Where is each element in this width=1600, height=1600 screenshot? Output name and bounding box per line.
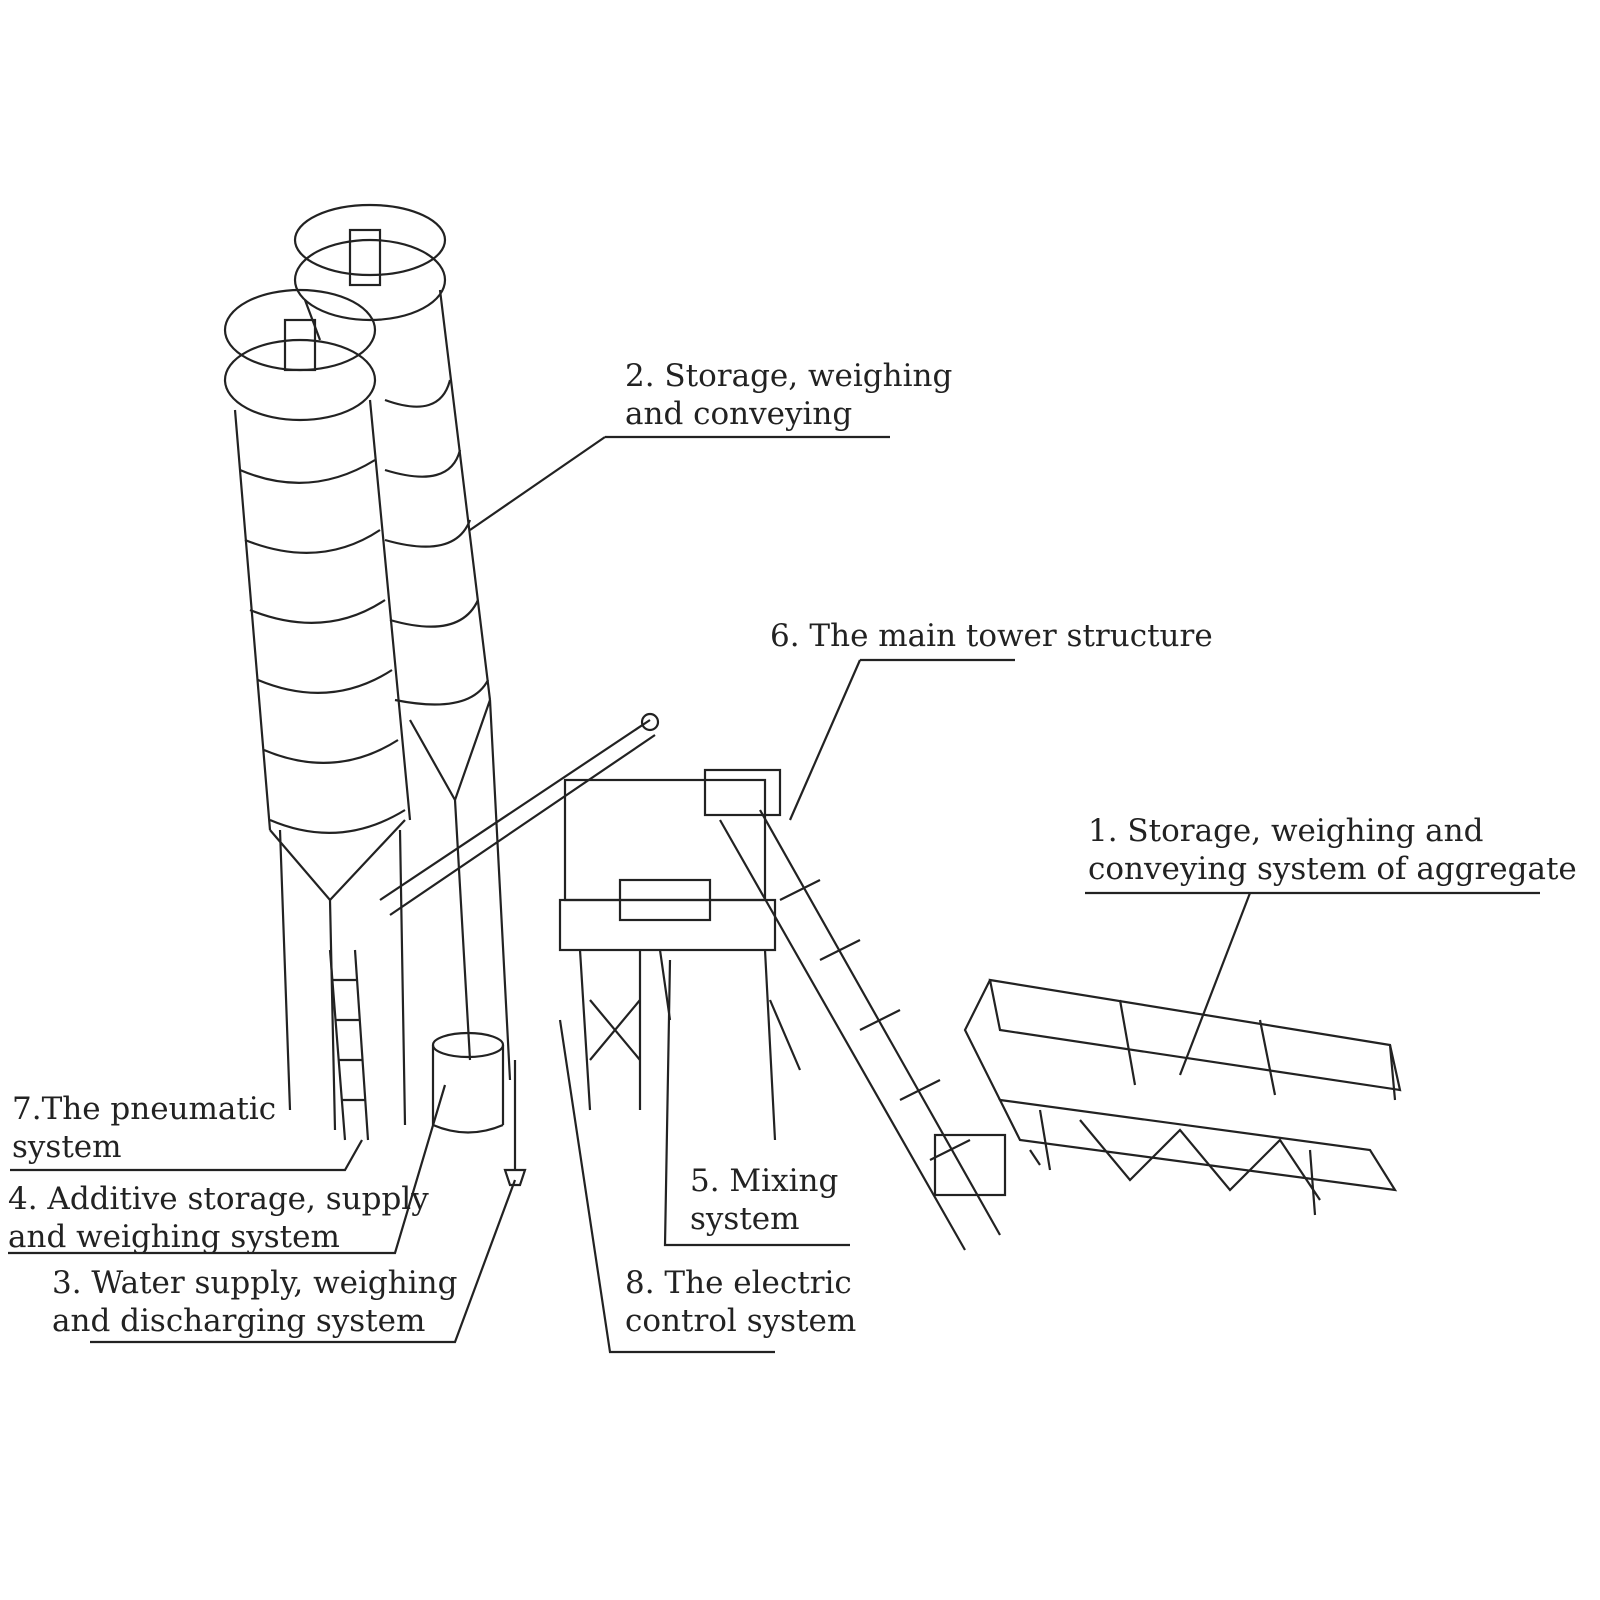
- label-mixing-system: 5. Mixing system: [690, 1162, 838, 1238]
- label-line: control system: [625, 1303, 857, 1339]
- main-tower: [558, 768, 802, 1141]
- label-line: system: [690, 1201, 800, 1237]
- inclined-belt-conveyor: [719, 809, 1007, 1251]
- ladder: [328, 949, 370, 1141]
- label-line: 1. Storage, weighing and: [1088, 813, 1484, 849]
- label-pneumatic-system: 7.The pneumatic system: [12, 1090, 276, 1166]
- label-additive-system: 4. Additive storage, supply and weighing…: [8, 1180, 429, 1256]
- cement-silo-left: [223, 288, 412, 1131]
- leader-lines: [8, 435, 1540, 1354]
- aggregate-bins: [963, 978, 1402, 1216]
- screw-conveyor: [379, 712, 660, 916]
- label-aggregate-system: 1. Storage, weighing and conveying syste…: [1088, 812, 1577, 888]
- label-line: 3. Water supply, weighing: [52, 1265, 458, 1301]
- label-powder-storage: 2. Storage, weighing and conveying: [625, 357, 952, 433]
- label-electric-control: 8. The electric control system: [625, 1264, 856, 1340]
- label-water-system: 3. Water supply, weighing and dischargin…: [52, 1264, 457, 1340]
- label-line: conveying system of aggregate: [1088, 851, 1577, 887]
- label-line: and conveying: [625, 396, 853, 432]
- label-line: and discharging system: [52, 1303, 426, 1339]
- cement-silo-right: [293, 203, 512, 1081]
- label-line: 4. Additive storage, supply: [8, 1181, 429, 1217]
- additive-tank: [431, 1031, 527, 1187]
- label-line: 5. Mixing: [690, 1163, 839, 1199]
- label-line: 6. The main tower structure: [770, 618, 1213, 654]
- label-main-tower: 6. The main tower structure: [770, 617, 1213, 655]
- label-line: and weighing system: [8, 1219, 340, 1255]
- label-line: system: [12, 1129, 122, 1165]
- label-line: 7.The pneumatic: [12, 1091, 277, 1127]
- label-line: 2. Storage, weighing: [625, 358, 953, 394]
- label-line: 8. The electric: [625, 1265, 852, 1301]
